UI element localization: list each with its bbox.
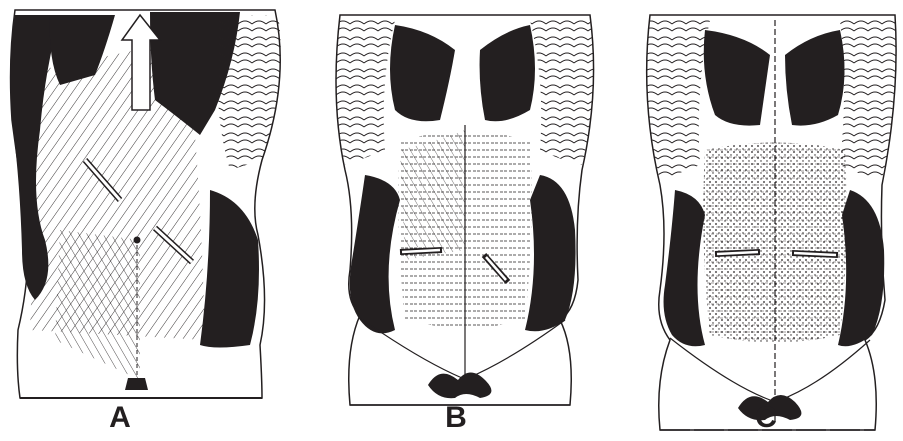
panel-label-a: A [90, 400, 150, 436]
panel-a-torso [11, 10, 281, 398]
panel-a-navel [134, 237, 141, 244]
panel-a-pubis [125, 378, 148, 390]
panel-label-b: B [426, 400, 486, 436]
panel-a-ribcage-right [215, 15, 281, 170]
panel-b-oblique-fibers [400, 130, 465, 260]
panel-c-torso [647, 15, 896, 430]
panel-label-c: C [736, 400, 796, 436]
panel-b-torso [336, 15, 594, 405]
